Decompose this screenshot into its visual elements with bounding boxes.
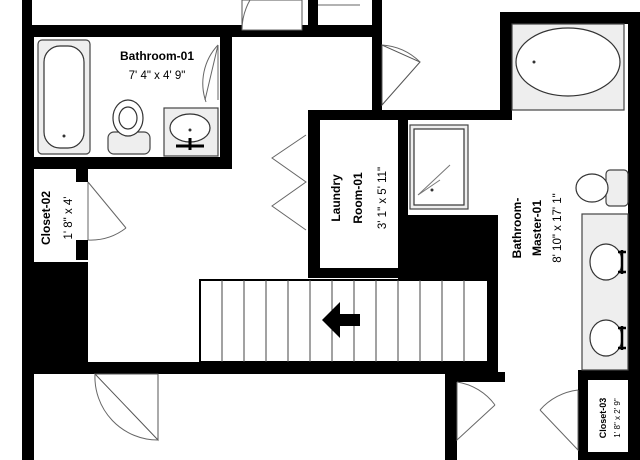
bathroom-master-01-name-line2: Master-01 xyxy=(530,200,544,256)
toilet-icon xyxy=(107,99,151,155)
staircase xyxy=(199,279,489,363)
closet-02-dims: 1' 8" x 4' xyxy=(63,197,75,240)
closet-03-dims: 1' 8" x 2' 9" xyxy=(613,398,622,438)
closet-02-name: Closet-02 xyxy=(39,191,53,245)
bathtub-icon xyxy=(511,23,625,111)
vanity-icon xyxy=(581,213,629,371)
closet-03-name: Closet-03 xyxy=(598,398,608,439)
bathroom-01-name: Bathroom-01 xyxy=(120,49,194,63)
room-labels: Bathroom-01 7' 4" x 4' 9" Closet-02 1' 8… xyxy=(39,49,622,438)
shower-icon xyxy=(409,124,469,210)
bathroom-master-01-dims: 8' 10" x 17' 1" xyxy=(552,193,564,262)
bathroom-master-01-name-line1: Bathroom- xyxy=(510,198,524,259)
fixtures xyxy=(37,23,629,371)
toilet-icon xyxy=(575,169,629,207)
bathtub-icon xyxy=(37,39,91,155)
laundry-01-name-line1: Laundry xyxy=(329,174,343,222)
laundry-01-dims: 3' 1" x 5' 11" xyxy=(377,167,389,229)
doors xyxy=(87,0,579,452)
walls xyxy=(22,0,640,460)
left-arrow-icon xyxy=(322,302,360,338)
laundry-01-name-line2: Room-01 xyxy=(351,172,365,224)
sink-icon xyxy=(163,107,219,157)
bathroom-01-dims: 7' 4" x 4' 9" xyxy=(129,70,186,82)
